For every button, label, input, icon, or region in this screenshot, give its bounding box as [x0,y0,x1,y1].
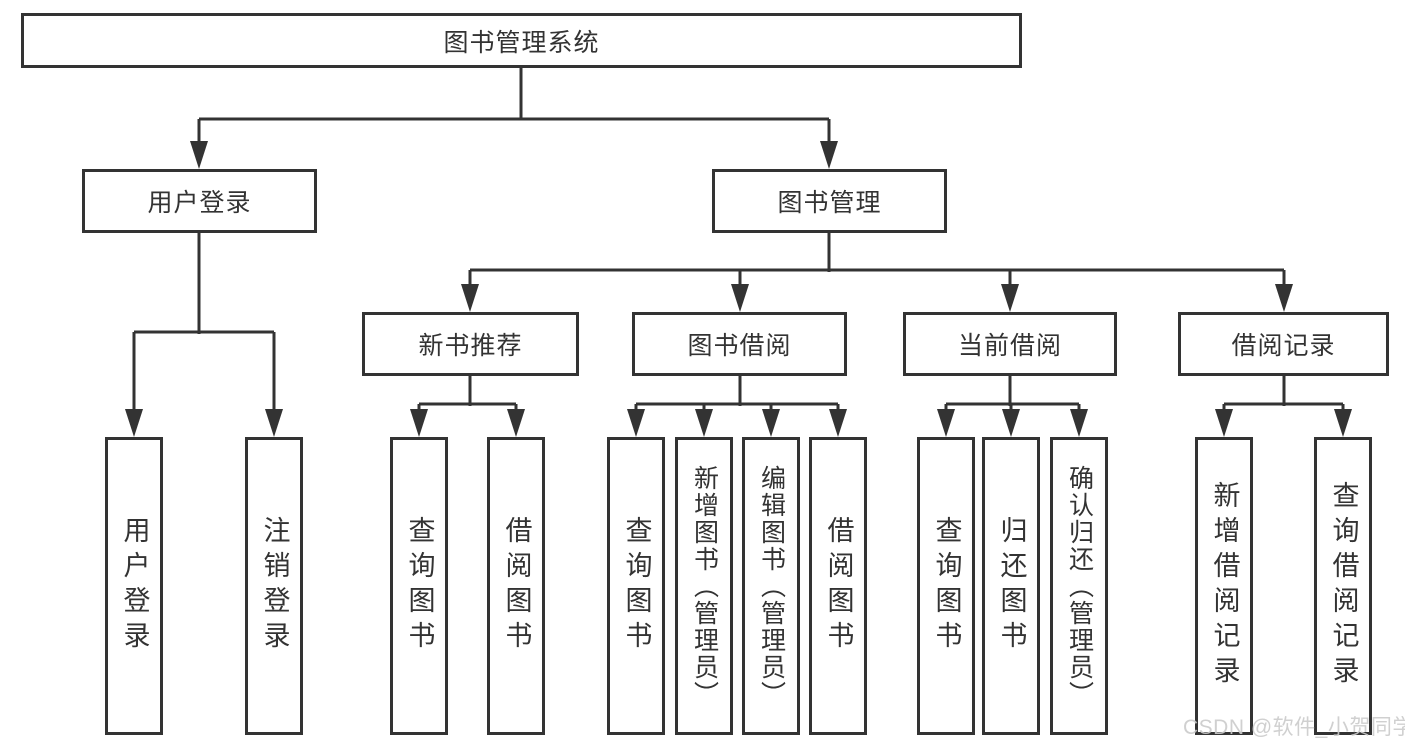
node-label: 编辑图书（管理员） [757,464,786,708]
arrowhead-icon [125,409,143,437]
node-new-book-recommend: 新书推荐 [362,312,579,376]
node-current-borrowing: 当前借阅 [903,312,1117,376]
node-label: 用户登录 [119,516,150,656]
leaf-return-book: 归还图书 [982,437,1040,735]
arrowhead-icon [1275,284,1293,312]
node-label: 借阅图书 [501,516,532,656]
arrowhead-icon [1215,409,1233,437]
arrowhead-icon [190,141,208,169]
node-borrow-records: 借阅记录 [1178,312,1389,376]
node-label: 查询图书 [931,516,962,656]
node-label: 新增图书（管理员） [690,464,719,708]
leaf-borrow-books-recommend: 借阅图书 [487,437,545,735]
leaf-query-books-current: 查询图书 [917,437,975,735]
arrowhead-icon [820,141,838,169]
node-label: 新增借阅记录 [1209,481,1240,691]
node-book-management: 图书管理 [712,169,947,233]
leaf-logout: 注销登录 [245,437,303,735]
node-library-management-system: 图书管理系统 [21,13,1022,68]
arrowhead-icon [627,409,645,437]
node-user-login: 用户登录 [82,169,317,233]
leaf-query-books-recommend: 查询图书 [390,437,448,735]
arrowhead-icon [937,409,955,437]
node-label: 查询图书 [404,516,435,656]
node-label: 查询图书 [621,516,652,656]
leaf-query-books-borrowing: 查询图书 [607,437,665,735]
leaf-query-borrow-record: 查询借阅记录 [1314,437,1372,735]
node-book-borrowing: 图书借阅 [632,312,847,376]
node-label: 图书管理 [777,189,882,217]
arrowhead-icon [1002,409,1020,437]
arrowhead-icon [1334,409,1352,437]
arrowhead-icon [695,409,713,437]
leaf-add-borrow-record: 新增借阅记录 [1195,437,1253,735]
arrowhead-icon [507,409,525,437]
node-label: 用户登录 [147,189,252,217]
node-label: 确认归还（管理员） [1065,464,1094,708]
node-label: 注销登录 [259,516,290,656]
leaf-edit-book-admin: 编辑图书（管理员） [742,437,800,735]
arrowhead-icon [265,409,283,437]
node-label: 新书推荐 [418,332,523,360]
leaf-user-login: 用户登录 [105,437,163,735]
arrowhead-icon [1001,284,1019,312]
node-label: 借阅记录 [1231,332,1336,360]
leaf-borrow-books-borrowing: 借阅图书 [809,437,867,735]
node-label: 图书管理系统 [443,28,600,57]
node-label: 图书借阅 [687,332,792,360]
arrowhead-icon [1070,409,1088,437]
arrowhead-icon [829,409,847,437]
arrowhead-icon [410,409,428,437]
arrowhead-icon [461,284,479,312]
node-label: 借阅图书 [823,516,854,656]
node-label: 当前借阅 [957,332,1062,360]
watermark: CSDN @软件_小贺同学 [1183,716,1405,739]
node-label: 查询借阅记录 [1328,481,1359,691]
leaf-confirm-return-admin: 确认归还（管理员） [1050,437,1108,735]
arrowhead-icon [762,409,780,437]
arrowhead-icon [731,284,749,312]
leaf-add-book-admin: 新增图书（管理员） [675,437,733,735]
node-label: 归还图书 [996,516,1027,656]
